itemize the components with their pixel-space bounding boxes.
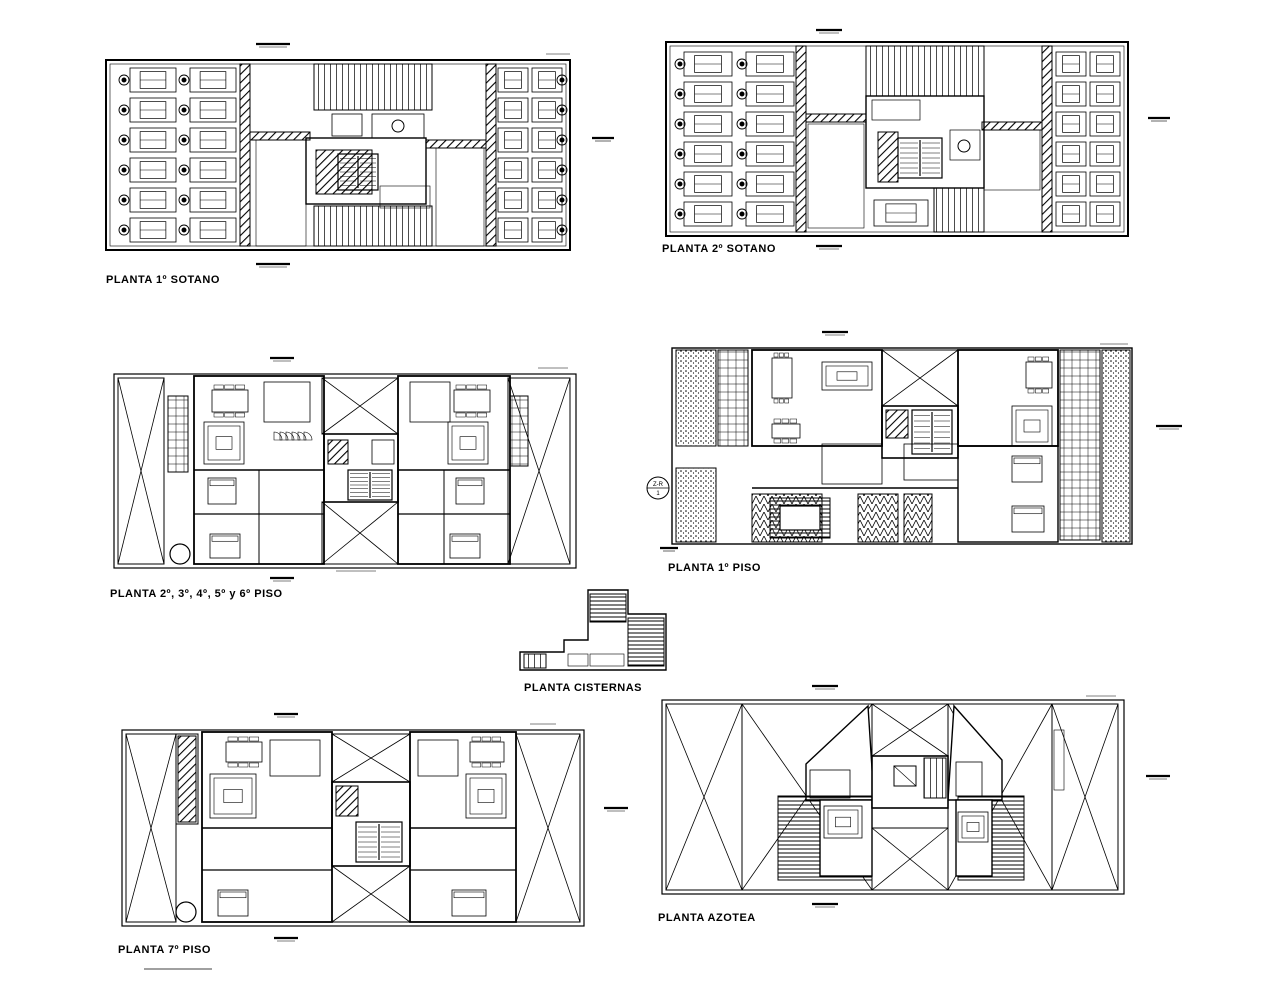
plan-cisternas <box>519 589 667 671</box>
plan-sotano-1 <box>105 42 614 268</box>
title-planta-1-sotano: PLANTA 1º SOTANO <box>106 274 220 286</box>
title-planta-7-piso: PLANTA 7º PISO <box>118 944 211 956</box>
plan-piso-1: Z-R 1 <box>646 330 1182 552</box>
plan-azotea <box>661 684 1170 908</box>
title-planta-cisternas: PLANTA CISTERNAS <box>524 682 642 694</box>
title-planta-2-sotano: PLANTA 2º SOTANO <box>662 243 776 255</box>
section-marker-number: 1 <box>656 491 660 497</box>
title-planta-azotea: PLANTA AZOTEA <box>658 912 756 924</box>
plan-piso-7 <box>121 712 628 970</box>
plan-sotano-2 <box>665 28 1170 250</box>
title-planta-piso-tipico: PLANTA 2º, 3º, 4º, 5º y 6º PISO <box>110 588 283 600</box>
title-planta-1-piso: PLANTA 1º PISO <box>668 562 761 574</box>
plan-piso-tipico <box>113 356 577 582</box>
section-marker-label: Z-R <box>653 482 664 488</box>
